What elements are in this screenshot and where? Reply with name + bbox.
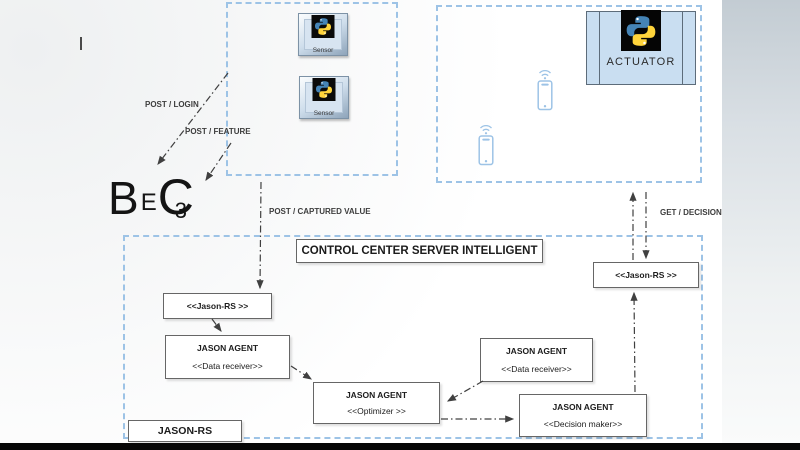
video-letterbox-bar xyxy=(0,443,800,450)
control-center-title: CONTROL CENTER SERVER INTELLIGENT xyxy=(296,239,543,263)
label-post-login: POST / LOGIN xyxy=(145,100,199,109)
logo-letter-e: E xyxy=(140,189,157,216)
agent-stereotype: <<Decision maker>> xyxy=(543,419,623,429)
agent-data-receiver-left: JASON AGENT <<Data receiver>> xyxy=(165,335,290,379)
jason-rs-zone-badge: JASON-RS xyxy=(128,420,242,442)
arrow-post-login xyxy=(157,72,229,165)
agent-optimizer: JASON AGENT <<Optimizer >> xyxy=(313,382,440,424)
smartphone-wifi-icon xyxy=(476,121,496,172)
actuator-device: ACTUATOR xyxy=(586,10,696,85)
agent-title: JASON AGENT xyxy=(505,346,568,357)
python-icon xyxy=(312,78,336,101)
sensor-label: Sensor xyxy=(312,47,334,54)
actuator-label: ACTUATOR xyxy=(606,56,676,68)
label-post-feature: POST / FEATURE xyxy=(185,127,251,136)
agent-title: JASON AGENT xyxy=(552,402,614,412)
python-icon xyxy=(311,15,335,38)
agent-stereotype: <<Data receiver>> xyxy=(501,363,572,374)
label-post-captured-value: POST / CAPTURED VALUE xyxy=(269,207,371,216)
jason-rs-node-left: <<Jason-RS >> xyxy=(163,293,272,319)
sensor-device-1: Sensor xyxy=(298,13,348,56)
agent-decision-maker: JASON AGENT <<Decision maker>> xyxy=(519,394,647,437)
label-get-decision: GET / DECISION xyxy=(660,208,722,217)
control-center-zone: CONTROL CENTER SERVER INTELLIGENT <<Jaso… xyxy=(123,235,703,442)
agent-title: JASON AGENT xyxy=(196,343,259,354)
logo-digit-3: 3 xyxy=(174,198,187,223)
agent-stereotype: <<Data receiver>> xyxy=(192,360,263,371)
slide-edge-gradient xyxy=(722,0,800,443)
python-icon xyxy=(621,10,661,51)
smartphone-wifi-icon xyxy=(535,66,555,117)
logo-letter-b: B xyxy=(108,172,139,224)
sensor-device-2: Sensor xyxy=(299,76,349,119)
agent-title: JASON AGENT xyxy=(345,389,408,400)
text-cursor-artifact xyxy=(80,37,82,50)
sensors-zone: Sensor Sensor xyxy=(226,2,398,176)
agent-stereotype: <<Optimizer >> xyxy=(347,406,406,417)
agent-data-receiver-right: JASON AGENT <<Data receiver>> xyxy=(480,338,593,382)
actuators-zone: ACTUATOR xyxy=(436,5,702,183)
jason-rs-node-right: <<Jason-RS >> xyxy=(593,262,699,288)
sensor-label: Sensor xyxy=(313,110,335,117)
